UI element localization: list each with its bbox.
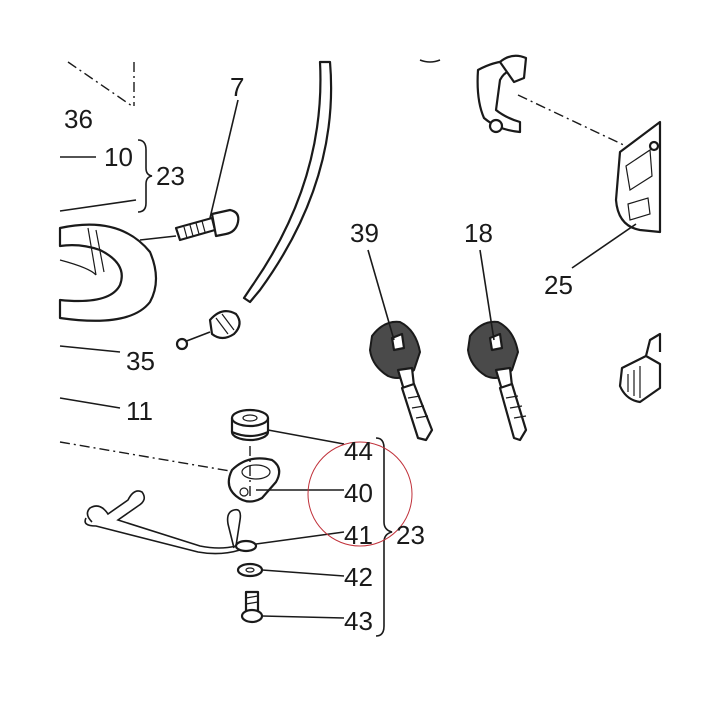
leader-44: [267, 429, 345, 445]
clamp-ring-part: [58, 223, 158, 322]
bracket-plate-part-40: [227, 446, 281, 503]
leader-dashed-lower: [59, 441, 237, 473]
connector-plug-part: [618, 332, 662, 404]
callout-43: 43: [344, 606, 373, 636]
wire-spring-part-41: [84, 490, 258, 555]
leader-7: [209, 99, 239, 219]
leader-23-top-lower: [59, 199, 137, 212]
cable-part: [175, 60, 333, 351]
leader-43: [261, 615, 345, 619]
key-part-39: [369, 320, 434, 442]
callout-11: 11: [126, 396, 153, 426]
grommet-part-44: [230, 408, 270, 442]
callout-10: 10: [104, 142, 133, 172]
leader-35: [59, 345, 121, 353]
callout-25: 25: [544, 270, 573, 300]
leader-18: [479, 249, 495, 341]
highlight-circle: [307, 441, 413, 547]
leader-41: [255, 531, 345, 545]
callout-42: 42: [344, 562, 373, 592]
key-part-18: [467, 320, 528, 442]
screw-part-43: [240, 590, 264, 624]
callout-36: 36: [64, 104, 93, 134]
leader-11: [59, 397, 121, 409]
switch-housing-part-25: [614, 120, 662, 234]
callout-40: 40: [344, 478, 373, 508]
leader-25: [571, 223, 637, 269]
callout-23-bottom: 23: [396, 520, 425, 550]
callout-23-top: 23: [156, 161, 185, 191]
callout-39: 39: [350, 218, 379, 248]
washer-part-42: [236, 562, 264, 578]
bolt-part-7: [139, 208, 240, 242]
leader-39: [367, 249, 395, 341]
bracket-23-bottom: [375, 437, 393, 637]
leader-dashed-topleft: [67, 61, 135, 107]
callout-35: 35: [126, 346, 155, 376]
leader-dashed-switch: [517, 94, 631, 149]
bracket-23-top: [137, 139, 153, 213]
callout-41: 41: [344, 520, 373, 550]
callout-7: 7: [230, 72, 244, 102]
leader-42: [261, 569, 345, 577]
bracket-part: [419, 54, 528, 134]
callout-18: 18: [464, 218, 493, 248]
callout-44: 44: [344, 436, 373, 466]
